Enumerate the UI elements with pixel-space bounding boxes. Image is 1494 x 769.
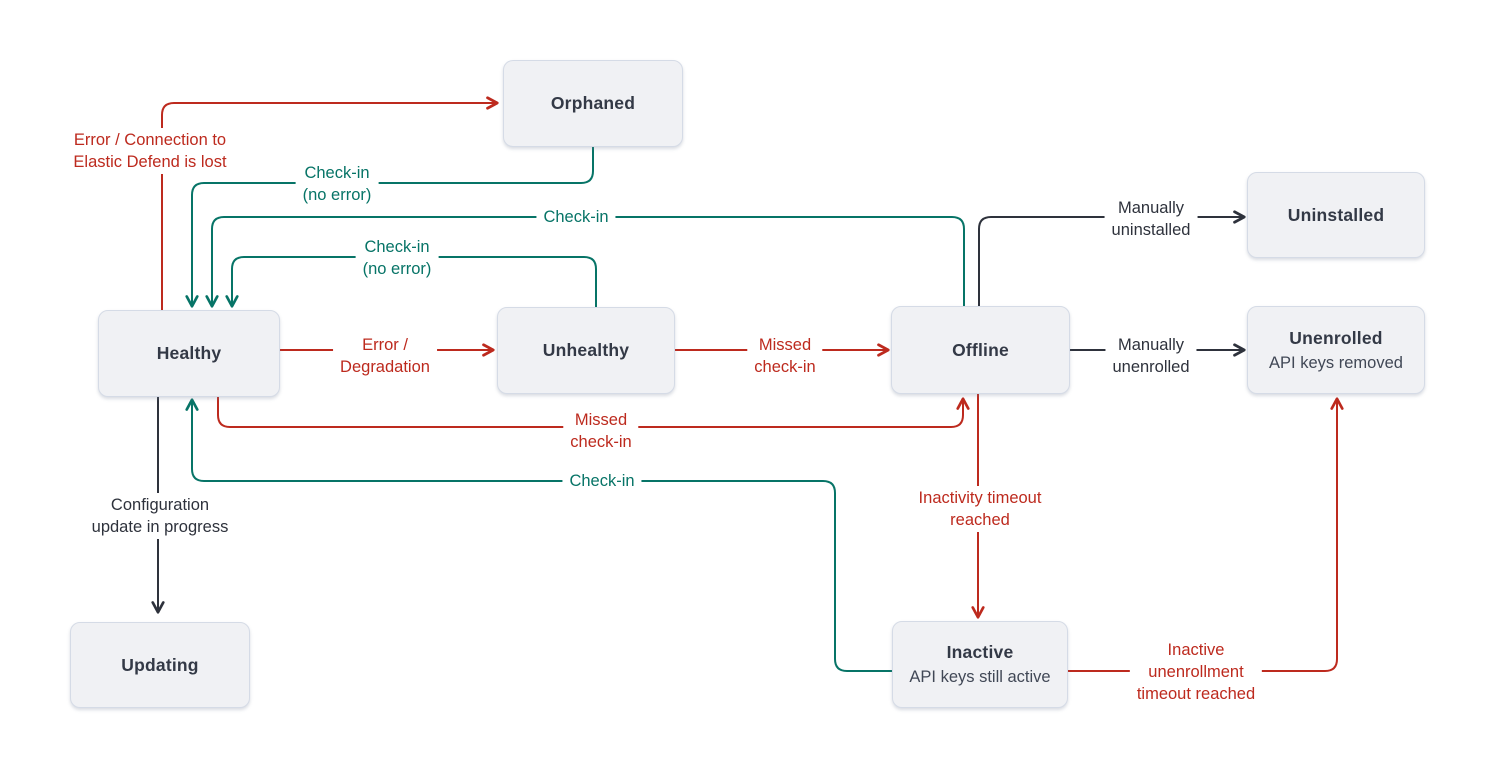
node-inactive-label: Inactive: [946, 642, 1014, 662]
node-orphaned: Orphaned: [503, 60, 683, 147]
edge-label-unhealthy-to-offline: Missed check-in: [747, 333, 823, 379]
node-inactive-sublabel: API keys still active: [909, 668, 1051, 686]
node-orphaned-label: Orphaned: [550, 93, 636, 113]
edge-label-healthy-to-updating: Configuration update in progress: [84, 493, 236, 539]
node-uninstalled: Uninstalled: [1247, 172, 1425, 258]
node-offline: Offline: [891, 306, 1070, 394]
node-updating-label: Updating: [121, 654, 199, 675]
edge-offline-to-healthy: [205, 216, 965, 308]
edge-offline-to-uninstalled: [978, 210, 1246, 306]
edge-label-healthy-to-orphaned: Error / Connection to Elastic Defend is …: [66, 128, 234, 174]
node-inactive: Inactive API keys still active: [892, 621, 1068, 708]
edge-healthy-to-orphaned: [161, 96, 499, 310]
edge-label-healthy-to-unhealthy: Error / Degradation: [333, 333, 437, 379]
edge-label-offline-to-inactive: Inactivity timeout reached: [911, 486, 1049, 532]
edge-label-unhealthy-to-healthy: Check-in (no error): [355, 235, 439, 281]
edge-label-orphaned-to-healthy: Check-in (no error): [295, 161, 379, 207]
edge-label-inactive-to-unenrolled: Inactive unenrollment timeout reached: [1129, 638, 1263, 706]
node-unenrolled-sublabel: API keys removed: [1269, 353, 1403, 372]
node-unhealthy: Unhealthy: [497, 307, 675, 394]
node-healthy-label: Healthy: [156, 343, 222, 363]
edge-label-offline-to-healthy: Check-in: [536, 205, 616, 229]
edge-inactive-to-unenrolled: [1068, 397, 1344, 672]
edge-label-offline-to-unenrolled: Manually unenrolled: [1105, 333, 1197, 379]
edge-label-healthy-to-offline: Missed check-in: [563, 408, 639, 454]
node-updating: Updating: [70, 622, 250, 708]
node-unenrolled-label: Unenrolled: [1289, 327, 1383, 348]
edge-label-offline-to-uninstalled: Manually uninstalled: [1104, 196, 1198, 242]
edge-label-inactive-to-healthy: Check-in: [562, 469, 642, 493]
node-unhealthy-label: Unhealthy: [542, 340, 630, 360]
node-healthy: Healthy: [98, 310, 280, 397]
node-uninstalled-label: Uninstalled: [1287, 204, 1385, 225]
edge-orphaned-to-healthy: [185, 147, 594, 308]
node-offline-label: Offline: [952, 339, 1009, 360]
node-unenrolled: Unenrolled API keys removed: [1247, 306, 1425, 394]
edge-inactive-to-healthy: [185, 398, 892, 672]
